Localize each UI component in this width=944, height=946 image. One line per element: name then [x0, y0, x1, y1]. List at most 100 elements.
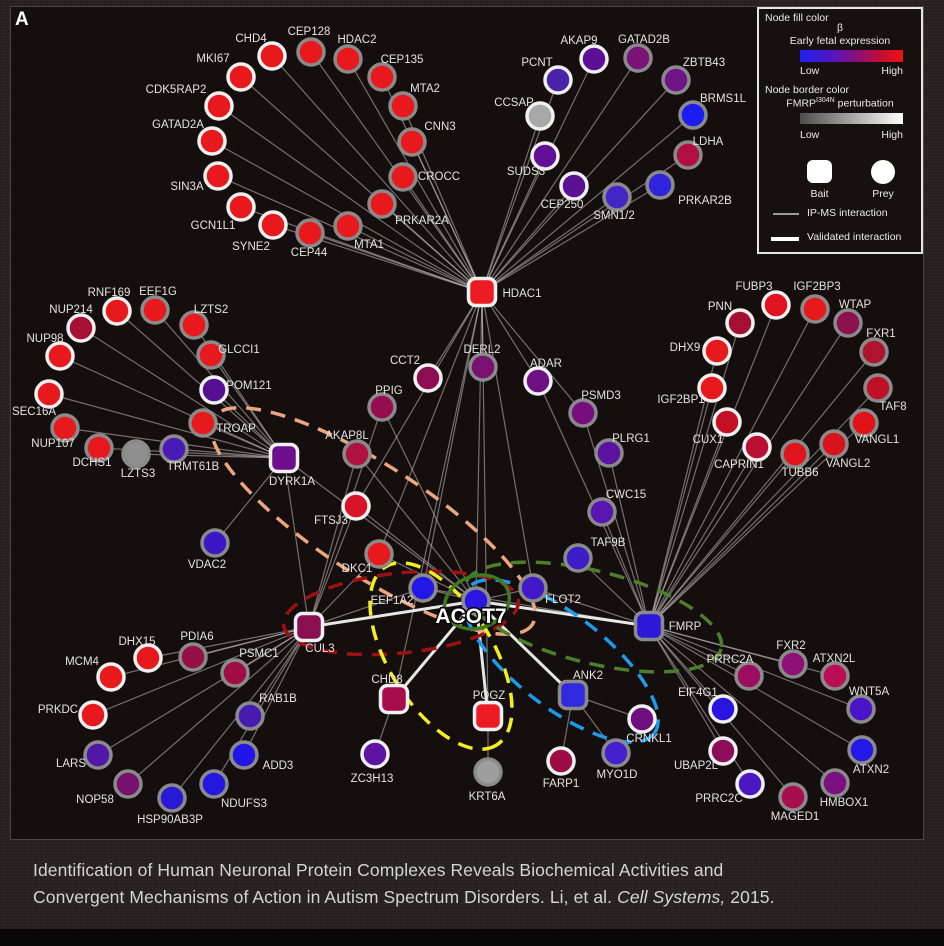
prey-node-TAF8 — [863, 373, 893, 403]
prey-node-SMN1/2 — [602, 182, 632, 212]
prey-node-TUBB6 — [780, 439, 810, 469]
node-label-MAGED1: MAGED1 — [771, 811, 820, 823]
prey-node-PRKAR2B — [645, 170, 675, 200]
node-label-CUX1: CUX1 — [693, 434, 724, 446]
node-label-GLCCI1: GLCCI1 — [218, 344, 260, 356]
ipms-edge — [481, 291, 584, 414]
node-label-NUP107: NUP107 — [31, 438, 74, 450]
ipms-edge — [308, 453, 358, 628]
prey-node-LDHA — [673, 140, 703, 170]
prey-node-SIN3A — [203, 161, 233, 191]
prey-node-PPIG — [367, 392, 397, 422]
node-label-RAB1B: RAB1B — [259, 693, 297, 705]
prey-node-SEC16A — [34, 379, 64, 409]
legend-fill-title: Node fill color — [765, 12, 829, 24]
node-label-PCNT: PCNT — [521, 57, 552, 69]
ipms-edge — [355, 291, 483, 507]
prey-node-FUBP3 — [761, 290, 791, 320]
node-label-GCN1L1: GCN1L1 — [191, 220, 236, 232]
bait-node-FMRP — [633, 610, 665, 642]
prey-node-CCSAP — [525, 101, 555, 131]
validated-edge — [475, 599, 650, 628]
legend-fmrp-subtitle: FMRPI304N perturbation — [759, 97, 921, 110]
node-label-PRKAR2A: PRKAR2A — [395, 215, 449, 227]
fill-low-label: Low — [800, 65, 820, 77]
prey-node-PLRG1 — [594, 438, 624, 468]
ipms-edge — [173, 448, 285, 459]
node-label-BRMS1L: BRMS1L — [700, 93, 747, 105]
panel-label: A — [15, 9, 29, 30]
ipms-edge — [648, 351, 875, 627]
node-label-CUL3: CUL3 — [305, 643, 334, 655]
ipms-edge — [80, 327, 285, 459]
node-label-LARS: LARS — [56, 758, 86, 770]
node-label-VDAC2: VDAC2 — [188, 559, 226, 571]
node-label-SMN1/2: SMN1/2 — [593, 210, 635, 222]
ipms-edge — [648, 322, 741, 627]
ipms-edge — [97, 626, 310, 756]
node-label-FUBP3: FUBP3 — [735, 281, 772, 293]
validated-edge — [474, 599, 575, 697]
ipms-edge — [308, 406, 383, 628]
node-label-EIF4G1: EIF4G1 — [678, 687, 718, 699]
prey-node-IGF2BP3 — [800, 294, 830, 324]
ipms-edge — [48, 393, 285, 459]
node-label-AKAP8L: AKAP8L — [325, 430, 369, 442]
node-label-SUDS3: SUDS3 — [507, 166, 545, 178]
legend-border-title: Node border color — [765, 84, 850, 96]
node-label-VANGL2: VANGL2 — [826, 458, 871, 470]
node-label-POM121: POM121 — [226, 380, 271, 392]
node-label-MKI67: MKI67 — [196, 53, 229, 65]
node-label-EEF1A2: EEF1A2 — [371, 595, 414, 607]
node-label-MCM4: MCM4 — [65, 656, 99, 668]
node-label-ANK2: ANK2 — [573, 670, 603, 682]
prey-node-CEP135 — [367, 62, 397, 92]
node-label-CEP44: CEP44 — [291, 247, 328, 259]
prey-node-RNF169 — [102, 296, 132, 326]
ipms-edge — [271, 55, 483, 293]
node-label-LZTS3: LZTS3 — [121, 468, 156, 480]
prey-node-MAGED1 — [778, 782, 808, 812]
prey-node-AKAP9 — [579, 44, 609, 74]
ipms-edge — [481, 291, 534, 589]
cluster-ellipse-acot7-ring-green — [442, 573, 512, 631]
prey-node-PNN — [725, 308, 755, 338]
prey-node-MCM4 — [96, 662, 126, 692]
ipms-edge — [347, 225, 483, 293]
fmrp-text: FMRP — [786, 97, 817, 110]
node-label-SYNE2: SYNE2 — [232, 241, 270, 253]
prey-node-FXR1 — [859, 337, 889, 367]
ipms-edge — [648, 387, 713, 627]
node-label-PNN: PNN — [708, 301, 732, 313]
node-label-PRKAR2B: PRKAR2B — [678, 195, 732, 207]
prey-node-PRKDC — [78, 700, 108, 730]
node-label-TUBB6: TUBB6 — [781, 467, 818, 479]
validated-edge — [474, 600, 490, 717]
node-label-CNN3: CNN3 — [424, 121, 455, 133]
prey-node-DCHS1 — [84, 433, 114, 463]
caption-line1: Identification of Human Neuronal Protein… — [33, 860, 724, 880]
prey-node-TRMT61B — [159, 434, 189, 464]
node-label-DERL2: DERL2 — [463, 344, 500, 356]
ipms-edge — [481, 196, 618, 293]
ipms-edge — [393, 291, 483, 700]
prey-node-CEP44 — [295, 218, 325, 248]
prey-node-DERL2 — [468, 352, 498, 382]
prey-node-LARS — [83, 740, 113, 770]
ipms-edge — [481, 291, 539, 382]
node-label-CDK5RAP2: CDK5RAP2 — [146, 84, 207, 96]
node-label-CAPRIN1: CAPRIN1 — [714, 459, 764, 471]
prey-node-RAB1B — [235, 701, 265, 731]
legend-beta-symbol: β — [836, 22, 844, 34]
node-label-PRRC2A: PRRC2A — [707, 654, 754, 666]
prey-node-EEF1A2 — [408, 573, 438, 603]
prey-node-MTA2 — [388, 91, 418, 121]
node-label-PRKDC: PRKDC — [38, 704, 78, 716]
node-label-IGF2BP3: IGF2BP3 — [793, 281, 840, 293]
prey-node-TAF9B — [563, 543, 593, 573]
prey-node-ADD3 — [229, 740, 259, 770]
prey-node-GCN1L1 — [226, 192, 256, 222]
prey-node-NDUFS3 — [199, 769, 229, 799]
node-label-CHD4: CHD4 — [235, 33, 267, 45]
border-high-label: High — [881, 129, 903, 141]
